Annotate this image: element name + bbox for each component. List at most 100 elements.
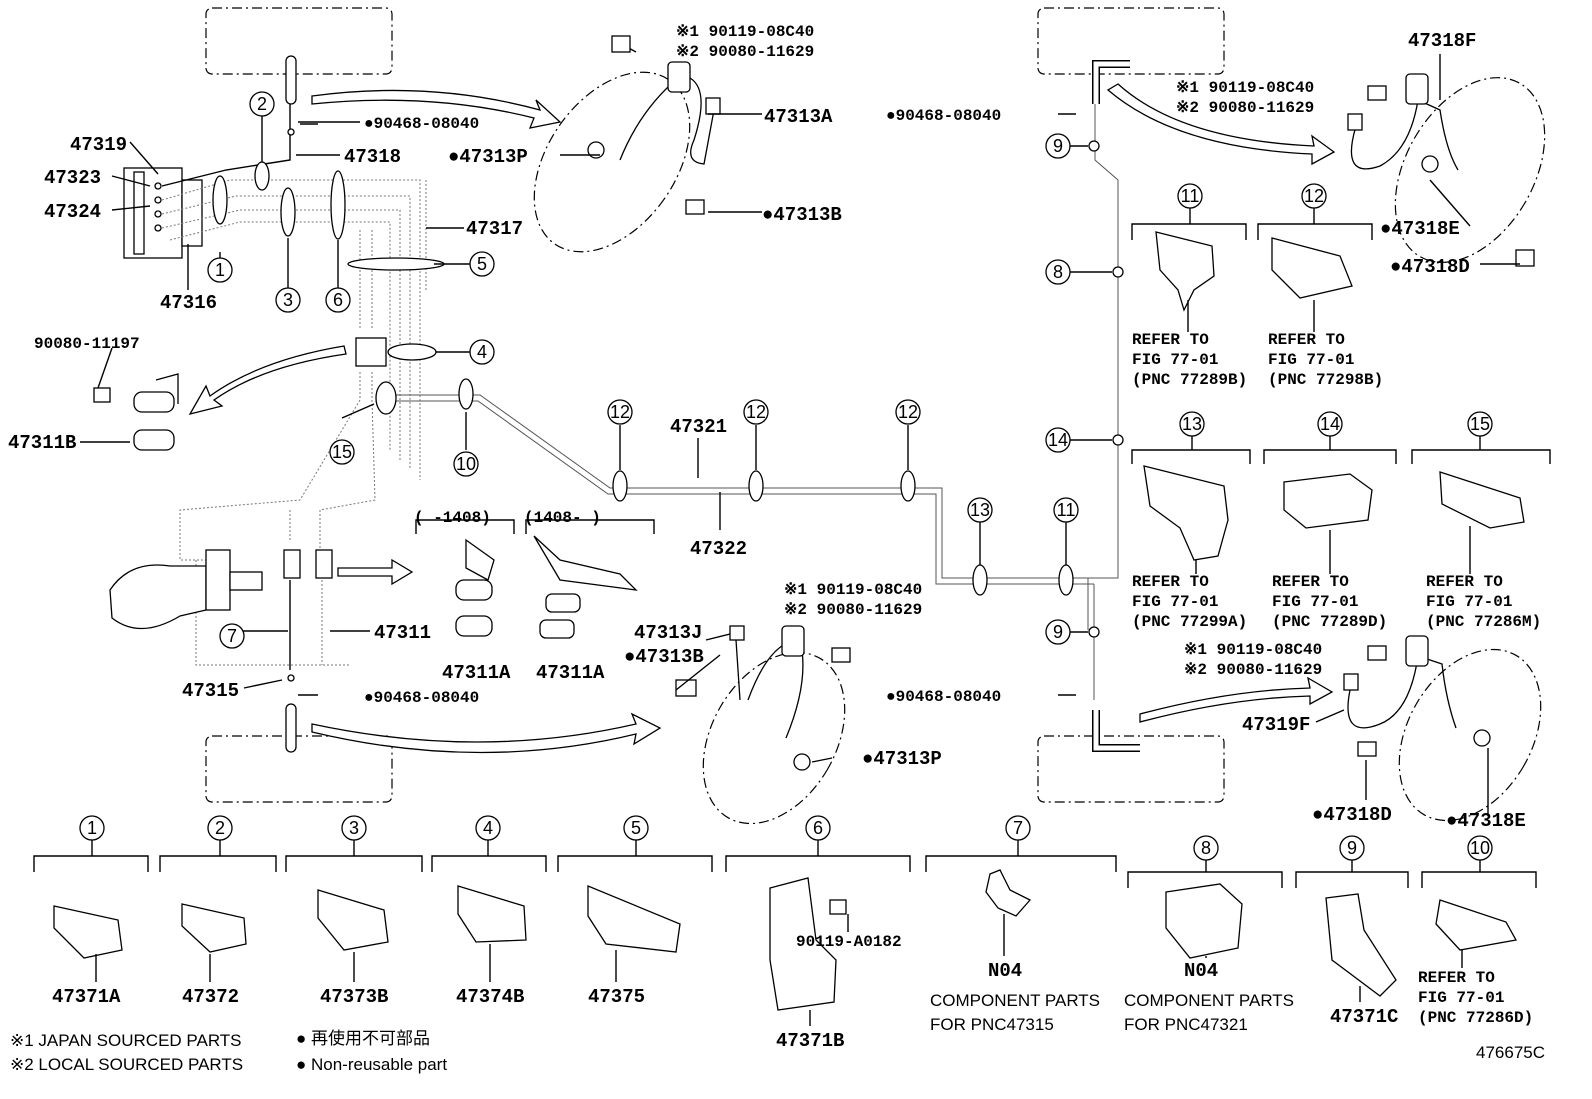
label-47311: 47311 — [374, 622, 431, 644]
wheel-area-box-bottom-left — [205, 735, 393, 803]
clip-90468-top-right: ●90468-08040 — [886, 107, 1001, 125]
callout-circles: 2 1 3 6 5 4 15 10 12 12 12 13 11 7 9 8 1… — [79, 91, 1493, 861]
label-47372: 47372 — [182, 986, 239, 1008]
legend-non-reusable-en: ● Non-reusable part — [296, 1055, 447, 1074]
callout-11b: 11 — [1181, 186, 1200, 206]
label-47313B-top: ●47313B — [762, 204, 842, 226]
label-47318D-bot: ●47318D — [1312, 804, 1392, 826]
label-47371B: 47371B — [776, 1030, 844, 1052]
callout-12d: 12 — [1304, 186, 1324, 206]
refer-14-line3: (PNC 77289D) — [1272, 613, 1387, 631]
tube-end-bottom-left — [285, 703, 297, 753]
callout-12c: 12 — [898, 402, 918, 422]
callout-6a: 6 — [333, 290, 343, 310]
label-47317: 47317 — [466, 218, 523, 240]
range-label-1: ( -1408) — [414, 509, 491, 527]
refer-13-line1: REFER TO — [1132, 573, 1209, 591]
label-47321: 47321 — [670, 416, 727, 438]
callout-14a: 14 — [1048, 430, 1068, 450]
label-47371A: 47371A — [52, 986, 121, 1008]
refer-11-line1: REFER TO — [1132, 331, 1209, 349]
label-90080-11197: 90080-11197 — [34, 335, 140, 353]
junction-block — [355, 337, 387, 367]
bottom-brackets — [33, 840, 1537, 888]
callout-1a: 1 — [215, 260, 225, 280]
component-note-2-line2: FOR PNC47321 — [1124, 1015, 1248, 1034]
detail-ellipse-mid — [702, 651, 846, 825]
note-bottom-right-2: ※2 90080-11629 — [1184, 661, 1322, 679]
label-47313B-mid: ●47313B — [624, 646, 704, 668]
callout-3b: 3 — [349, 818, 359, 838]
label-47318: 47318 — [344, 146, 401, 168]
callout-13b: 13 — [1182, 414, 1202, 434]
clip-sketches-right — [1143, 231, 1525, 561]
label-47318E-bot: ●47318E — [1446, 810, 1526, 832]
label-47324: 47324 — [44, 201, 101, 223]
callout-3a: 3 — [283, 290, 293, 310]
callout-15a: 15 — [332, 442, 352, 462]
arrow-booster — [337, 558, 414, 586]
label-47313P-mid: ●47313P — [862, 748, 942, 770]
label-N04-a: N04 — [988, 960, 1022, 982]
hose-47318F — [1347, 73, 1535, 267]
label-47318E-top: ●47318E — [1380, 218, 1460, 240]
clamp-47311A-1 — [455, 538, 495, 637]
arrow-bottom-right — [1139, 676, 1334, 723]
detail-ellipse-bottom-right — [1398, 648, 1542, 822]
legend-local-sourced: ※2 LOCAL SOURCED PARTS — [10, 1055, 243, 1074]
figure-id: 476675C — [1476, 1043, 1545, 1062]
label-47323: 47323 — [44, 167, 101, 189]
label-90119-A0182: 90119-A0182 — [796, 933, 902, 951]
component-note-1-line1: COMPONENT PARTS — [930, 991, 1100, 1010]
part-labels: 47319 47323 47324 47316 47318 47317 4731… — [8, 23, 1545, 1074]
hose-47319F — [1343, 635, 1491, 757]
refer-14-line2: FIG 77-01 — [1272, 593, 1358, 611]
refer-10-line2: FIG 77-01 — [1418, 989, 1504, 1007]
bottom-clip-sketches — [53, 869, 1518, 1011]
label-47374B: 47374B — [456, 986, 524, 1008]
callout-8b: 8 — [1201, 838, 1211, 858]
junction-block-2 — [283, 549, 301, 579]
refer-12-line3: (PNC 77298B) — [1268, 371, 1383, 389]
label-47315: 47315 — [182, 680, 239, 702]
label-47319: 47319 — [70, 134, 127, 156]
arrow-to-47311B — [188, 345, 347, 416]
callout-9a: 9 — [1053, 136, 1063, 156]
detail-ellipse-top-right — [1394, 77, 1546, 263]
label-47313P-top: ●47313P — [448, 146, 528, 168]
note-top-left-2: ※2 90080-11629 — [676, 43, 814, 61]
detail-ellipse-top-left — [533, 71, 691, 253]
callout-7b: 7 — [1013, 818, 1023, 838]
callout-7a: 7 — [227, 626, 237, 646]
callout-10a: 10 — [456, 454, 476, 474]
label-47319F: 47319F — [1242, 714, 1310, 736]
arrow-top-right — [1106, 83, 1336, 166]
hose-47313J — [675, 625, 851, 771]
clip-markers — [212, 140, 1124, 638]
callout-15b: 15 — [1470, 414, 1490, 434]
clip-90468-top-left: ●90468-08040 — [364, 115, 479, 133]
callout-1b: 1 — [87, 818, 97, 838]
component-note-2-line1: COMPONENT PARTS — [1124, 991, 1294, 1010]
callout-12b: 12 — [746, 402, 766, 422]
refer-11-line2: FIG 77-01 — [1132, 351, 1218, 369]
callout-9c: 9 — [1347, 838, 1357, 858]
label-47311A-2: 47311A — [536, 662, 605, 684]
refer-12-line2: FIG 77-01 — [1268, 351, 1354, 369]
callout-2a: 2 — [257, 94, 267, 114]
brake-booster — [109, 564, 207, 630]
range-label-2: (1408- ) — [524, 509, 601, 527]
callout-5b: 5 — [631, 818, 641, 838]
note-top-right-2: ※2 90080-11629 — [1176, 99, 1314, 117]
label-47313J: 47313J — [634, 622, 702, 644]
note-mid-2: ※2 90080-11629 — [784, 601, 922, 619]
label-47371C: 47371C — [1330, 1006, 1398, 1028]
callout-13a: 13 — [970, 500, 990, 520]
legend-non-reusable-ja: ● 再使用不可部品 — [296, 1028, 430, 1048]
label-47316: 47316 — [160, 292, 217, 314]
label-47373B: 47373B — [320, 986, 388, 1008]
note-mid-1: ※1 90119-08C40 — [784, 581, 922, 599]
arrow-top-left — [311, 89, 562, 129]
label-47311A-1: 47311A — [442, 662, 511, 684]
